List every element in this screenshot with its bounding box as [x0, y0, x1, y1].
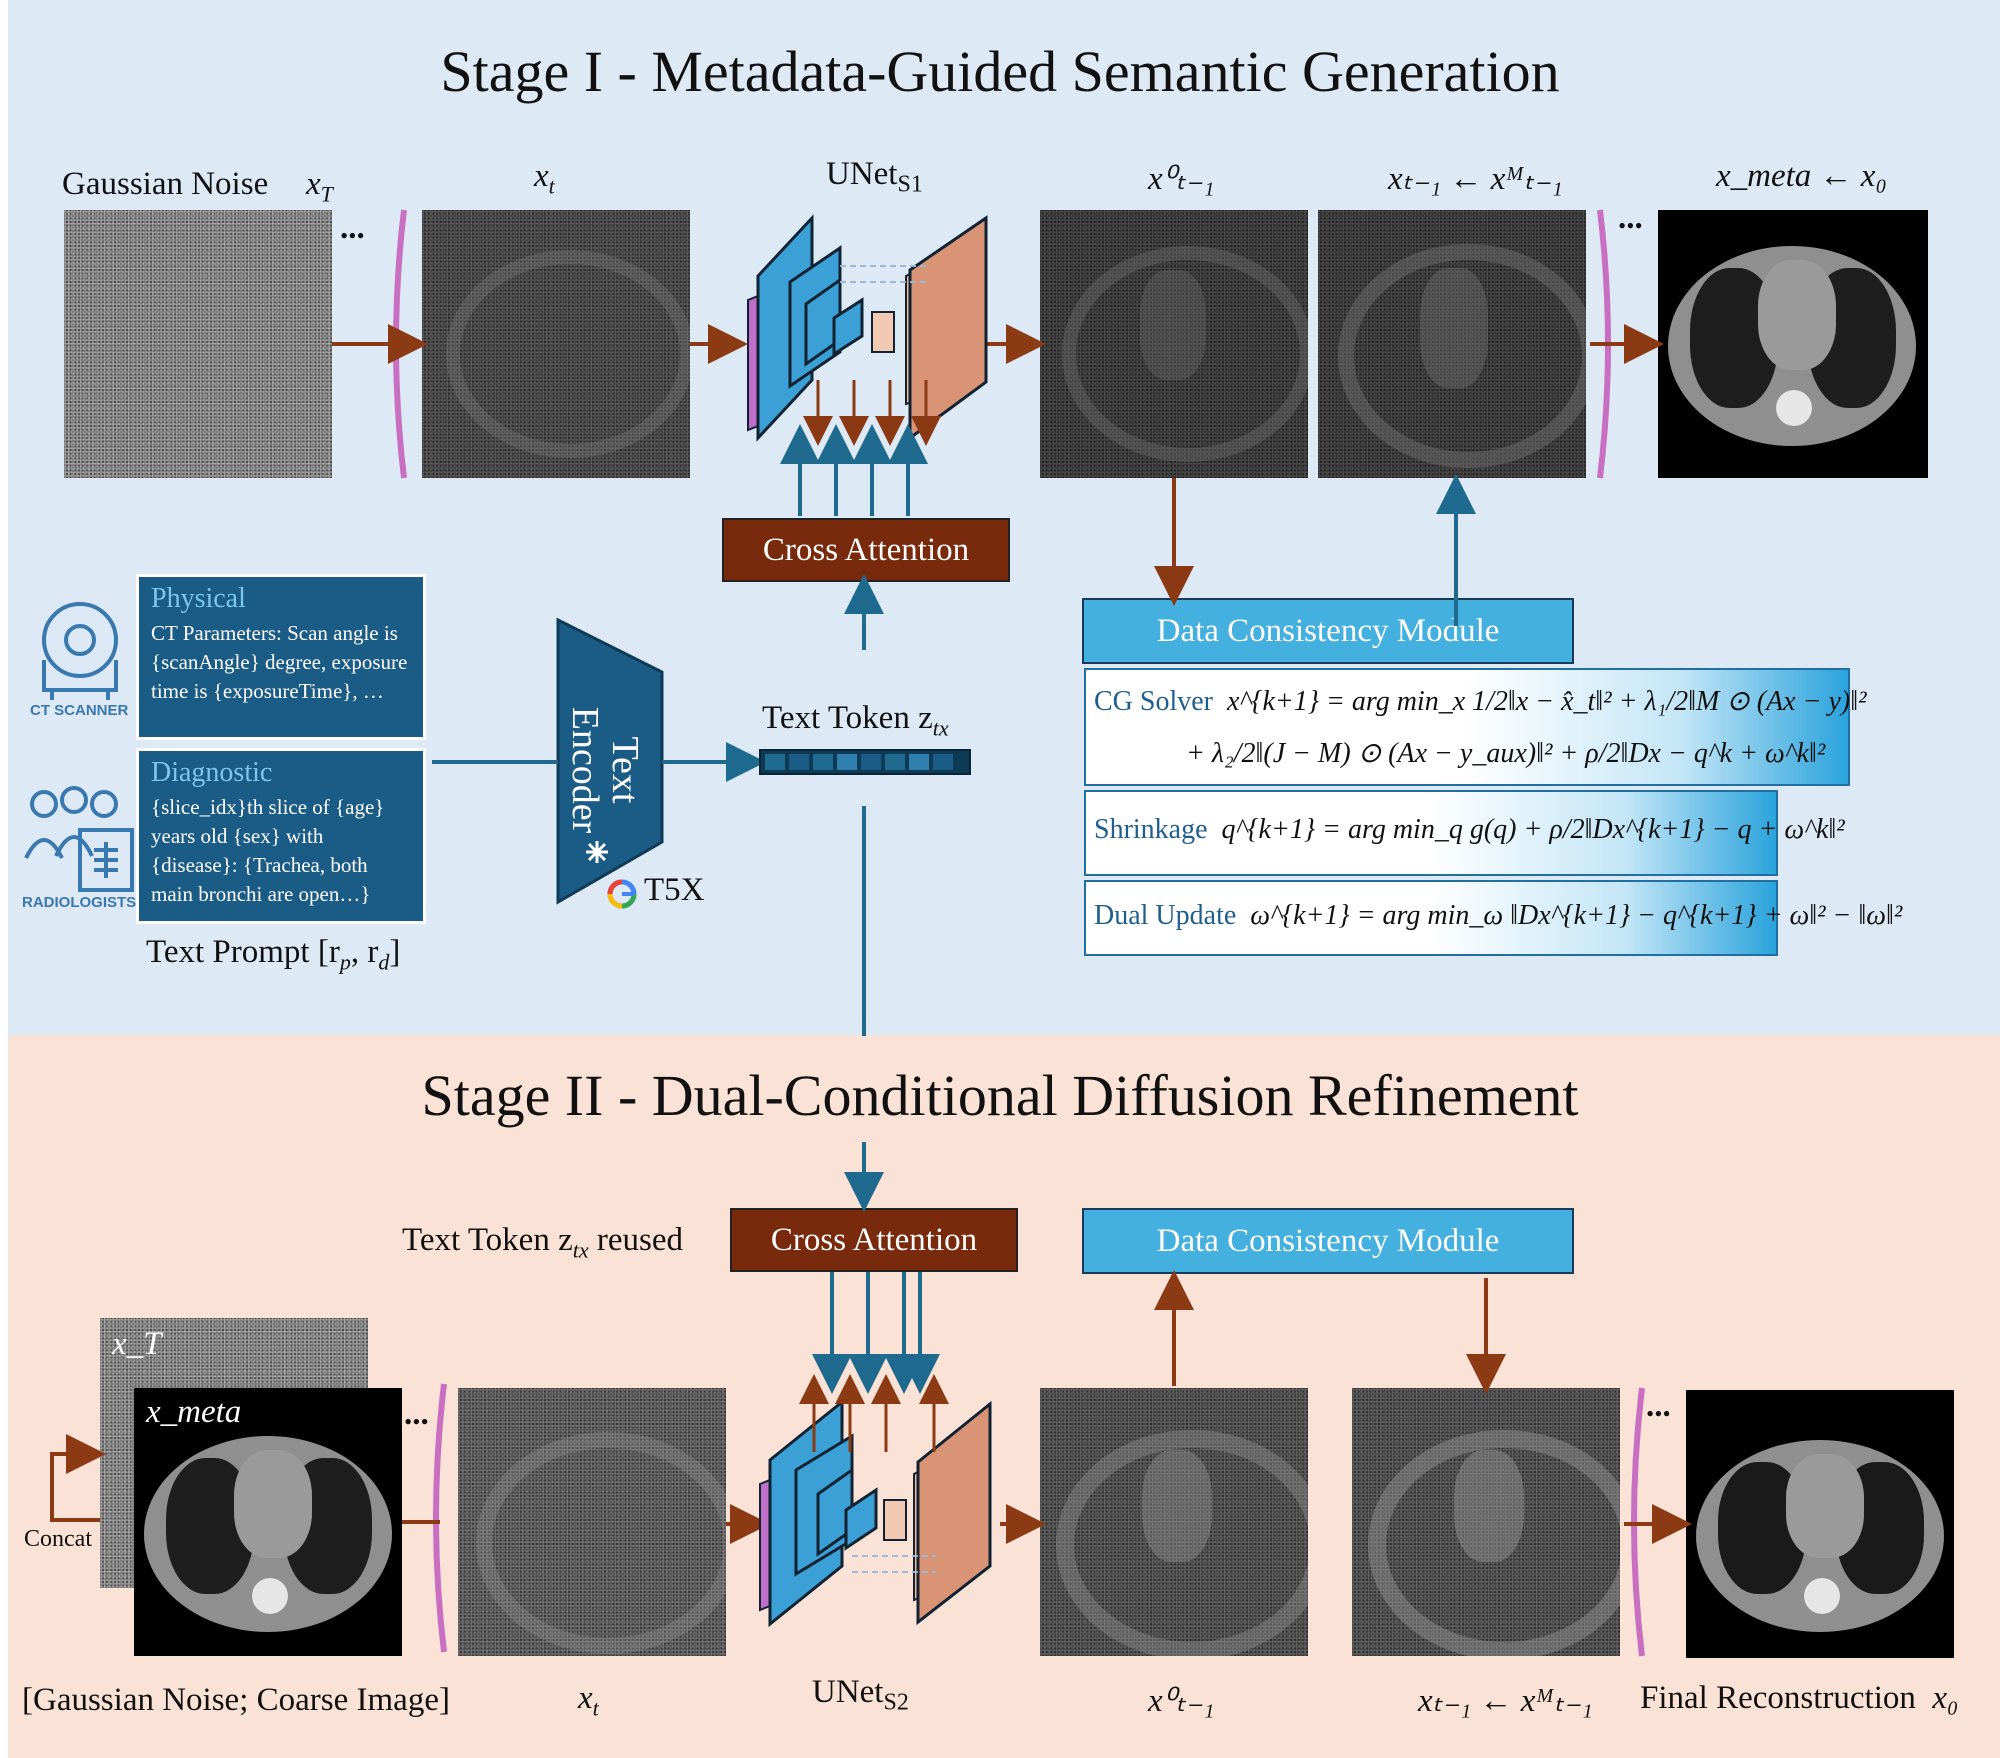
x-prev-update-label: xₜ₋₁ ← xᴹₜ₋₁ [1418, 1683, 1593, 1719]
physical-title: Physical [151, 583, 246, 614]
cg-solver-eq1-row: CG Solver x^{k+1} = arg min_x 1/2‖x − x̂… [1094, 686, 1867, 717]
gaussian-noise-label: Gaussian Noise [62, 166, 269, 202]
final-reconstruction-label: Final Reconstruction x₀ [1640, 1680, 1959, 1716]
ct-heart [234, 1450, 312, 1558]
shrinkage-eq: q^{k+1} = arg min_q g(q) + ρ/2‖Dx^{k+1} … [1221, 814, 1845, 845]
diagnostic-prompt-panel: Diagnostic {slice_idx}th slice of {age} … [136, 748, 426, 924]
radiologists-caption: RADIOLOGISTS [22, 894, 137, 911]
concat-label: Concat [24, 1526, 92, 1552]
ct-spine [1804, 1578, 1840, 1614]
text-token-label: Text Token ztx [762, 700, 949, 741]
physical-text: CT Parameters: Scan angle is {scanAngle}… [151, 621, 408, 703]
final-reconstruction-image [1686, 1390, 1954, 1658]
x-meta-overlay-label: x_meta [146, 1394, 242, 1430]
shrinkage-box: Shrinkage q^{k+1} = arg min_q g(q) + ρ/2… [1084, 790, 1845, 876]
ct-heart [1758, 260, 1836, 370]
x-prev0-label: x⁰ₜ₋₁ [1148, 161, 1215, 197]
x-prev0-label: x⁰ₜ₋₁ [1148, 1683, 1215, 1719]
shrinkage-row: Shrinkage q^{k+1} = arg min_q g(q) + ρ/2… [1094, 814, 1845, 845]
unet-s1-label: UNetS1 [826, 156, 923, 198]
diagnostic-text: {slice_idx}th slice of {age} years old {… [151, 795, 385, 906]
ct-heart [1454, 1450, 1524, 1562]
ct-spine [252, 1578, 288, 1614]
x-t-label: xt [534, 158, 555, 199]
ct-body-outline [476, 1432, 726, 1654]
gaussian-noise-image [64, 210, 332, 478]
x-prev0-image [1040, 1388, 1308, 1656]
dual-update-row: Dual Update ω^{k+1} = arg min_ω ‖Dx^{k+1… [1094, 900, 1903, 931]
unet-s2-label: UNetS2 [812, 1674, 909, 1716]
ct-heart [1420, 268, 1488, 388]
text-encoder-label: Text Encoder [564, 706, 646, 834]
diagnostic-title: Diagnostic [151, 757, 273, 788]
cg-solver-eq2: + λ₂/2‖(J − M) ⊙ (Ax − y_aux)‖² + ρ/2‖Dx… [1186, 738, 1826, 769]
cross-attention-block: Cross Attention [730, 1208, 1018, 1272]
x-meta-input-image: x_meta [134, 1388, 402, 1656]
data-consistency-module: Data Consistency Module [1082, 1208, 1574, 1274]
ct-spine [1776, 390, 1812, 426]
x-prev-update-image [1318, 210, 1586, 478]
dual-update-box: Dual Update ω^{k+1} = arg min_ω ‖Dx^{k+1… [1084, 880, 1902, 956]
stage2-title: Stage II - Dual-Conditional Diffusion Re… [421, 1063, 1579, 1128]
ellipsis: ... [1646, 1388, 1671, 1424]
ellipsis: ... [340, 210, 365, 246]
x-t-label: xt [578, 1680, 599, 1721]
ct-body-outline [446, 250, 690, 458]
x-prev-update-image [1352, 1388, 1620, 1656]
x-meta-label: x_meta ← x₀ [1716, 158, 1887, 194]
ct-heart [1786, 1454, 1864, 1558]
ct-scanner-caption: CT SCANNER [30, 702, 129, 719]
x-prev0-image [1040, 210, 1308, 478]
x-T-label: xT [306, 166, 333, 207]
x-T-overlay-label: x_T [112, 1326, 162, 1362]
dual-update-eq: ω^{k+1} = arg min_ω ‖Dx^{k+1} − q^{k+1} … [1250, 900, 1903, 931]
ct-heart [1140, 270, 1206, 380]
cross-attention-block: Cross Attention [722, 518, 1010, 582]
xt-noisy-image [422, 210, 690, 478]
input-label: [Gaussian Noise; Coarse Image] [22, 1682, 450, 1718]
text-token-reused-label: Text Token ztx reused [402, 1222, 684, 1263]
ellipsis: ... [404, 1396, 429, 1432]
x-meta-image [1658, 210, 1928, 478]
stage1-title: Stage I - Metadata-Guided Semantic Gener… [440, 39, 1560, 104]
data-consistency-module: Data Consistency Module [1082, 598, 1574, 664]
ellipsis: ... [1618, 200, 1643, 236]
text-prompt-label: Text Prompt [rp, rd] [146, 934, 401, 975]
cg-solver-box: CG Solver x^{k+1} = arg min_x 1/2‖x − x̂… [1084, 668, 1867, 786]
t5x-label: T5X [644, 872, 705, 908]
physical-prompt-panel: Physical CT Parameters: Scan angle is {s… [136, 574, 426, 740]
cg-solver-eq1: x^{k+1} = arg min_x 1/2‖x − x̂_t‖² + λ₁/… [1227, 686, 1867, 717]
ct-heart [1142, 1450, 1212, 1562]
xt-noisy-image [458, 1388, 726, 1656]
x-prev-update-label: xₜ₋₁ ← xᴹₜ₋₁ [1388, 161, 1563, 197]
